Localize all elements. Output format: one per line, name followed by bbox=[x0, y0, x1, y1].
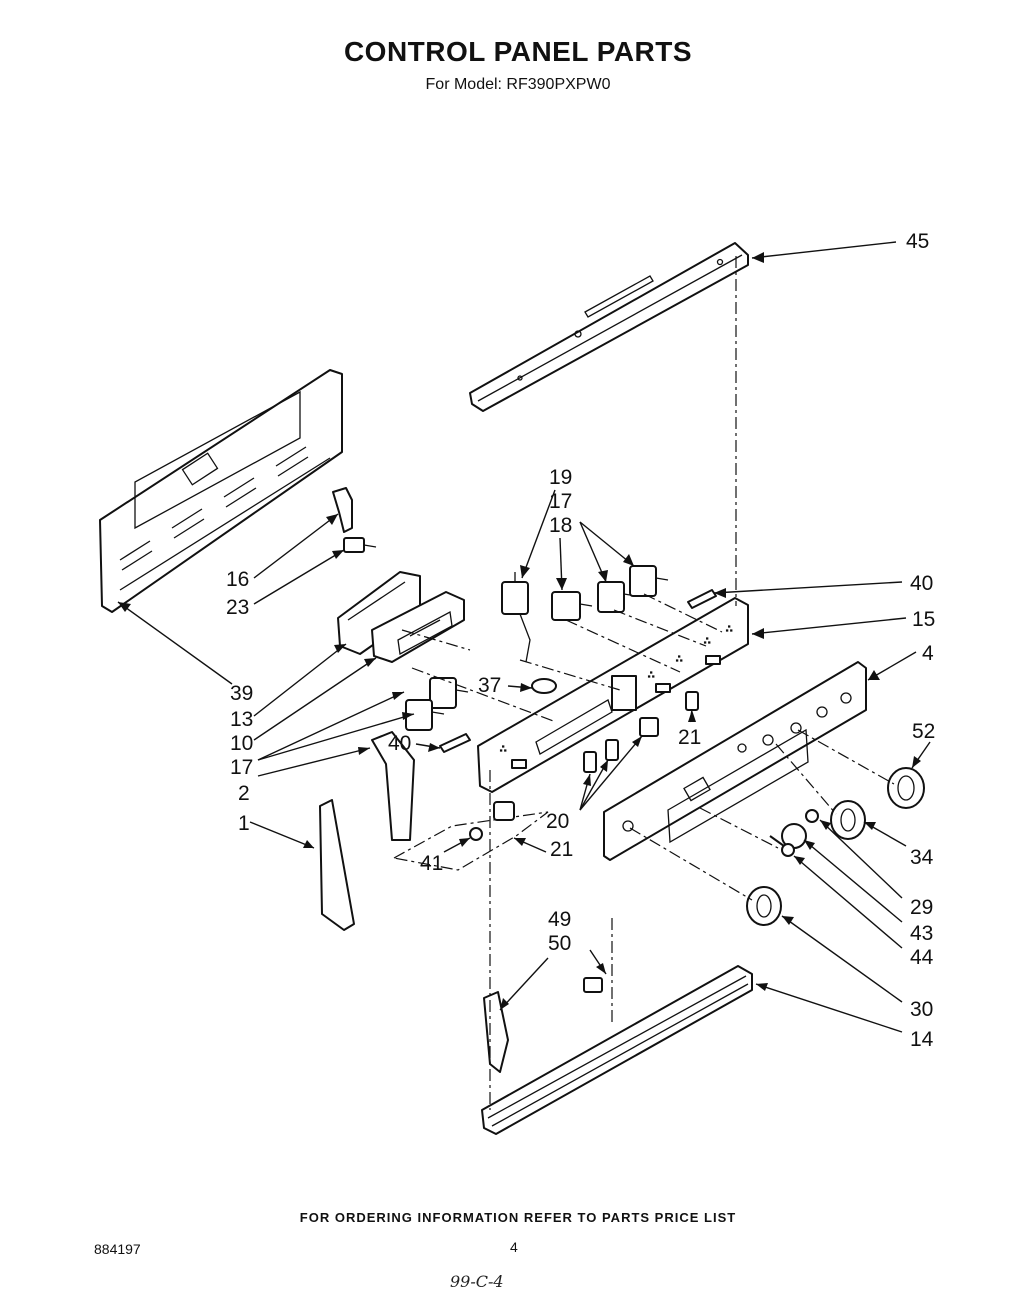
callout-44: 44 bbox=[910, 946, 934, 969]
part-23-connector bbox=[343, 537, 377, 553]
part-2-bracket bbox=[371, 731, 415, 841]
part-4-control-panel bbox=[603, 661, 867, 861]
callout-37: 37 bbox=[478, 674, 501, 697]
callout-17: 17 bbox=[549, 490, 572, 513]
document-number: 884197 bbox=[94, 1241, 141, 1257]
callout-52: 52 bbox=[912, 720, 935, 743]
callout-labels: 45 19 17 18 40 15 4 16 23 39 13 37 10 21… bbox=[226, 230, 935, 1051]
callout-2: 2 bbox=[238, 782, 250, 805]
callout-16: 16 bbox=[226, 568, 249, 591]
leader-lines bbox=[117, 241, 931, 1033]
part-1-side-trim bbox=[319, 799, 355, 931]
callout-21-lower: 21 bbox=[550, 838, 573, 861]
callout-15: 15 bbox=[912, 608, 935, 631]
part-21-41-group bbox=[392, 801, 549, 871]
part-17-switch-lower bbox=[405, 677, 469, 731]
svg-text:∴: ∴ bbox=[726, 624, 732, 635]
callout-45: 45 bbox=[906, 230, 929, 253]
callout-49: 49 bbox=[548, 908, 571, 931]
part-34-knob bbox=[830, 800, 866, 840]
callout-43: 43 bbox=[910, 922, 933, 945]
part-16-bracket bbox=[332, 487, 353, 533]
callout-20: 20 bbox=[546, 810, 569, 833]
callout-41: 41 bbox=[420, 852, 443, 875]
callout-13: 13 bbox=[230, 708, 253, 731]
part-17-switch-upper bbox=[597, 565, 669, 613]
part-21-clip-upper bbox=[685, 691, 699, 711]
svg-text:∴: ∴ bbox=[704, 636, 710, 647]
part-30-knob bbox=[746, 886, 782, 926]
callout-50: 50 bbox=[548, 932, 571, 955]
part-52-knob bbox=[887, 767, 925, 809]
part-15-mounting-panel: ∴ ∴ ∴ ∴ ∴ bbox=[477, 597, 749, 793]
callout-34: 34 bbox=[910, 846, 934, 869]
svg-text:∴: ∴ bbox=[676, 654, 682, 665]
part-10-timer bbox=[371, 591, 465, 663]
part-40-rod-lower bbox=[439, 733, 471, 753]
part-29-spring bbox=[805, 809, 819, 823]
part-45-top-trim bbox=[469, 242, 749, 412]
callout-39: 39 bbox=[230, 682, 253, 705]
part-20-indicators bbox=[583, 717, 659, 773]
part-39-rear-panel bbox=[99, 369, 343, 613]
model-subtitle: For Model: RF390PXPW0 bbox=[425, 76, 611, 93]
page-number: 4 bbox=[510, 1239, 518, 1255]
callout-30: 30 bbox=[910, 998, 933, 1021]
part-40-rod-upper bbox=[687, 589, 717, 609]
part-37-clip bbox=[531, 678, 557, 694]
callout-4: 4 bbox=[922, 642, 934, 665]
handwritten-note: 99-C-4 bbox=[450, 1272, 504, 1291]
callout-29: 29 bbox=[910, 896, 933, 919]
callout-1: 1 bbox=[238, 812, 250, 835]
callout-18: 18 bbox=[549, 514, 572, 537]
callout-40: 40 bbox=[910, 572, 933, 595]
svg-text:∴: ∴ bbox=[648, 670, 654, 681]
part-18-switch bbox=[551, 591, 593, 621]
arrowheads bbox=[118, 252, 921, 1010]
svg-text:∴: ∴ bbox=[500, 744, 506, 755]
callout-23: 23 bbox=[226, 596, 249, 619]
part-44-screw bbox=[769, 835, 795, 857]
callout-17-lower: 17 bbox=[230, 756, 253, 779]
page-title: CONTROL PANEL PARTS bbox=[343, 36, 693, 67]
part-19-switch bbox=[501, 572, 531, 663]
ordering-note: FOR ORDERING INFORMATION REFER TO PARTS … bbox=[299, 1210, 737, 1225]
callout-21: 21 bbox=[678, 726, 701, 749]
callout-40-lower: 40 bbox=[388, 732, 411, 755]
alignment-lines bbox=[401, 256, 895, 1110]
callout-10: 10 bbox=[230, 732, 253, 755]
callout-14: 14 bbox=[910, 1028, 934, 1051]
part-14-bottom-trim bbox=[481, 965, 753, 1135]
callout-19: 19 bbox=[549, 466, 572, 489]
